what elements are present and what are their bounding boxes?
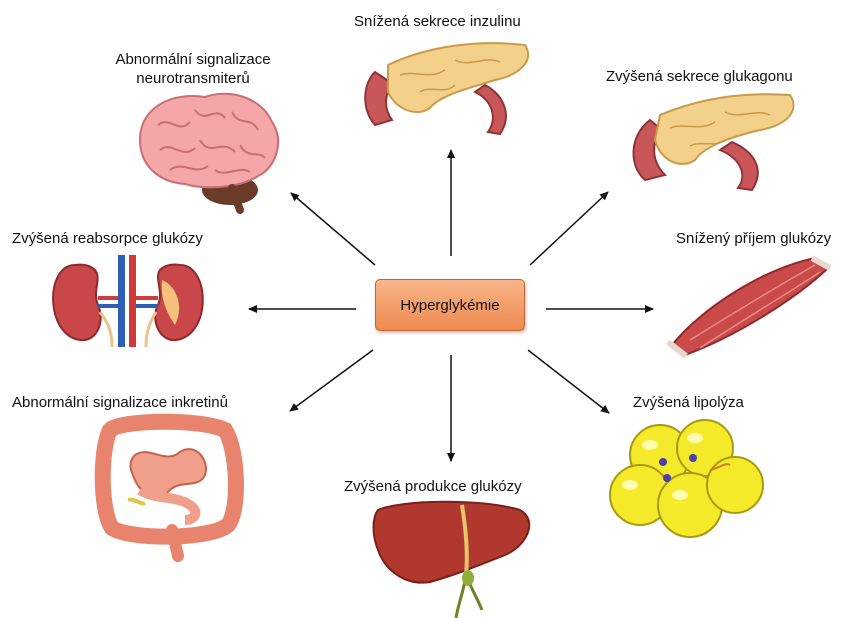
label-brain: Abnormální signalizace neurotransmiterů — [93, 50, 293, 88]
arrow-up-right — [530, 192, 608, 265]
arrow-down-left — [290, 350, 373, 411]
label-pancreas-glucagon: Zvýšená sekrece glukagonu — [606, 67, 793, 86]
arrow-up-left — [291, 193, 375, 265]
label-brain-line2: neurotransmiterů — [93, 69, 293, 88]
label-intestine: Abnormální signalizace inkretinů — [12, 393, 228, 412]
pancreas-icon — [634, 94, 794, 190]
label-muscle: Snížený příjem glukózy — [676, 229, 831, 248]
label-pancreas-insulin: Snížená sekrece inzulinu — [354, 12, 521, 31]
hyperglycemia-hub: Hyperglykémie — [375, 279, 525, 331]
label-kidney: Zvýšená reabsorpce glukózy — [12, 229, 203, 248]
label-brain-line1: Abnormální signalizace — [93, 50, 293, 69]
brain-icon — [140, 94, 278, 210]
pancreas-icon — [365, 43, 528, 134]
liver-icon — [374, 502, 530, 618]
label-fat: Zvýšená lipolýza — [633, 393, 744, 412]
intestine-icon — [103, 422, 236, 556]
kidney-icon — [53, 255, 203, 347]
fat-cells-icon — [610, 420, 763, 537]
label-liver: Zvýšená produkce glukózy — [344, 477, 522, 496]
arrow-down-right — [528, 350, 609, 413]
muscle-icon — [668, 258, 830, 356]
